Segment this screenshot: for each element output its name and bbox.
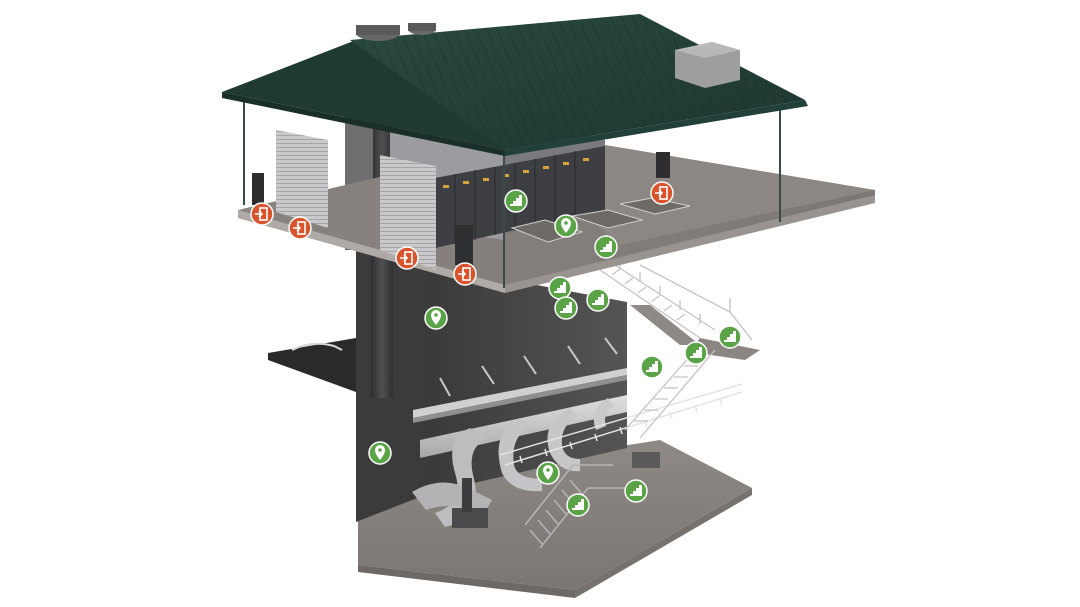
cable-tray bbox=[413, 368, 627, 423]
lower-left-slab bbox=[268, 338, 356, 392]
downpipes bbox=[243, 95, 781, 288]
exit-markers bbox=[250, 181, 674, 286]
roof bbox=[222, 14, 808, 156]
info-marker-location-4[interactable] bbox=[536, 461, 560, 485]
stairs-icon bbox=[572, 499, 584, 510]
info-marker-stairs-8[interactable] bbox=[718, 325, 742, 349]
info-marker-stairs-1[interactable] bbox=[504, 189, 528, 213]
exit-marker-exit-5[interactable] bbox=[650, 181, 674, 205]
info-marker-stairs-7[interactable] bbox=[684, 341, 708, 365]
info-marker-location-1[interactable] bbox=[554, 214, 578, 238]
stairs-icon bbox=[630, 485, 642, 496]
roof-vents bbox=[356, 23, 740, 88]
stairs-icon bbox=[554, 282, 566, 293]
stairs-icon bbox=[690, 347, 702, 358]
location-pin-icon bbox=[431, 310, 441, 325]
cable-ladder bbox=[499, 383, 743, 466]
location-pin-icon bbox=[375, 445, 385, 460]
exit-door-icon bbox=[655, 186, 668, 200]
exit-marker-exit-4[interactable] bbox=[453, 262, 477, 286]
info-marker-stairs-6[interactable] bbox=[640, 355, 664, 379]
exit-door-icon bbox=[400, 251, 413, 265]
exit-marker-exit-2[interactable] bbox=[288, 216, 312, 240]
info-marker-stairs-9[interactable] bbox=[566, 493, 590, 517]
basement-stairs bbox=[524, 452, 660, 549]
info-marker-stairs-3[interactable] bbox=[548, 276, 572, 300]
exit-marker-exit-1[interactable] bbox=[250, 202, 274, 226]
stairs-icon bbox=[646, 361, 658, 372]
stairs-icon bbox=[592, 294, 604, 305]
louver-panels bbox=[252, 130, 436, 270]
exit-door-icon bbox=[458, 267, 471, 281]
info-marker-stairs-5[interactable] bbox=[586, 288, 610, 312]
info-marker-location-3[interactable] bbox=[368, 441, 392, 465]
info-marker-stairs-2[interactable] bbox=[594, 235, 618, 259]
info-marker-stairs-10[interactable] bbox=[624, 479, 648, 503]
stairs-icon bbox=[724, 331, 736, 342]
exit-marker-exit-3[interactable] bbox=[395, 246, 419, 270]
ventilation-ducts bbox=[412, 395, 627, 528]
stairs-icon bbox=[510, 195, 522, 206]
exit-door-icon bbox=[293, 221, 306, 235]
stairs-icon bbox=[600, 241, 612, 252]
wall-brackets bbox=[439, 337, 618, 397]
info-marker-location-2[interactable] bbox=[424, 306, 448, 330]
exit-door-icon bbox=[255, 207, 268, 221]
info-marker-stairs-4[interactable] bbox=[554, 296, 578, 320]
location-pin-icon bbox=[561, 218, 571, 233]
info-markers bbox=[368, 189, 742, 517]
stairs-icon bbox=[560, 302, 572, 313]
location-pin-icon bbox=[543, 465, 553, 480]
